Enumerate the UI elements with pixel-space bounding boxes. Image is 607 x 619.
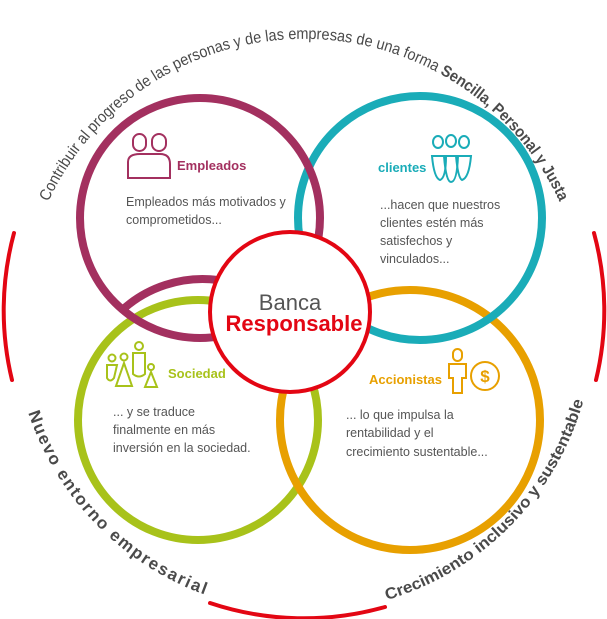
employees-icon bbox=[127, 133, 171, 179]
customers-group-icon bbox=[430, 134, 473, 184]
shareholder-dollar-icon bbox=[448, 348, 500, 394]
circle-sociedad bbox=[74, 296, 322, 544]
circle-clientes bbox=[294, 92, 546, 344]
outer-arc-right bbox=[592, 231, 607, 382]
circle-accionistas bbox=[276, 286, 544, 554]
accionistas-text: ... lo que impulsa la rentabilidad y el … bbox=[346, 408, 488, 459]
accionistas-title: Accionistas bbox=[369, 372, 442, 387]
empleados-title: Empleados bbox=[177, 158, 246, 173]
society-people-icon bbox=[106, 341, 159, 388]
clientes-text: ...hacen que nuestros clientes estén más… bbox=[380, 198, 504, 266]
outer-arc-left bbox=[1, 231, 16, 382]
empleados-text: Empleados más motivados y comprometidos.… bbox=[126, 195, 289, 227]
sociedad-title: Sociedad bbox=[168, 366, 226, 381]
center-circle bbox=[208, 230, 372, 394]
center-title-banca: Banca bbox=[259, 290, 322, 315]
circle-empleados bbox=[76, 94, 324, 342]
sociedad-text: ... y se traduce finalmente en más inver… bbox=[113, 405, 251, 455]
outer-arc-bottom bbox=[208, 601, 387, 619]
outer-ring bbox=[1, 231, 607, 619]
empleados-overlap-arc bbox=[117, 275, 219, 315]
dollar-sign-icon: $ bbox=[480, 367, 490, 386]
center-title-responsable: Responsable bbox=[226, 311, 363, 336]
clientes-title: clientes bbox=[378, 160, 426, 175]
